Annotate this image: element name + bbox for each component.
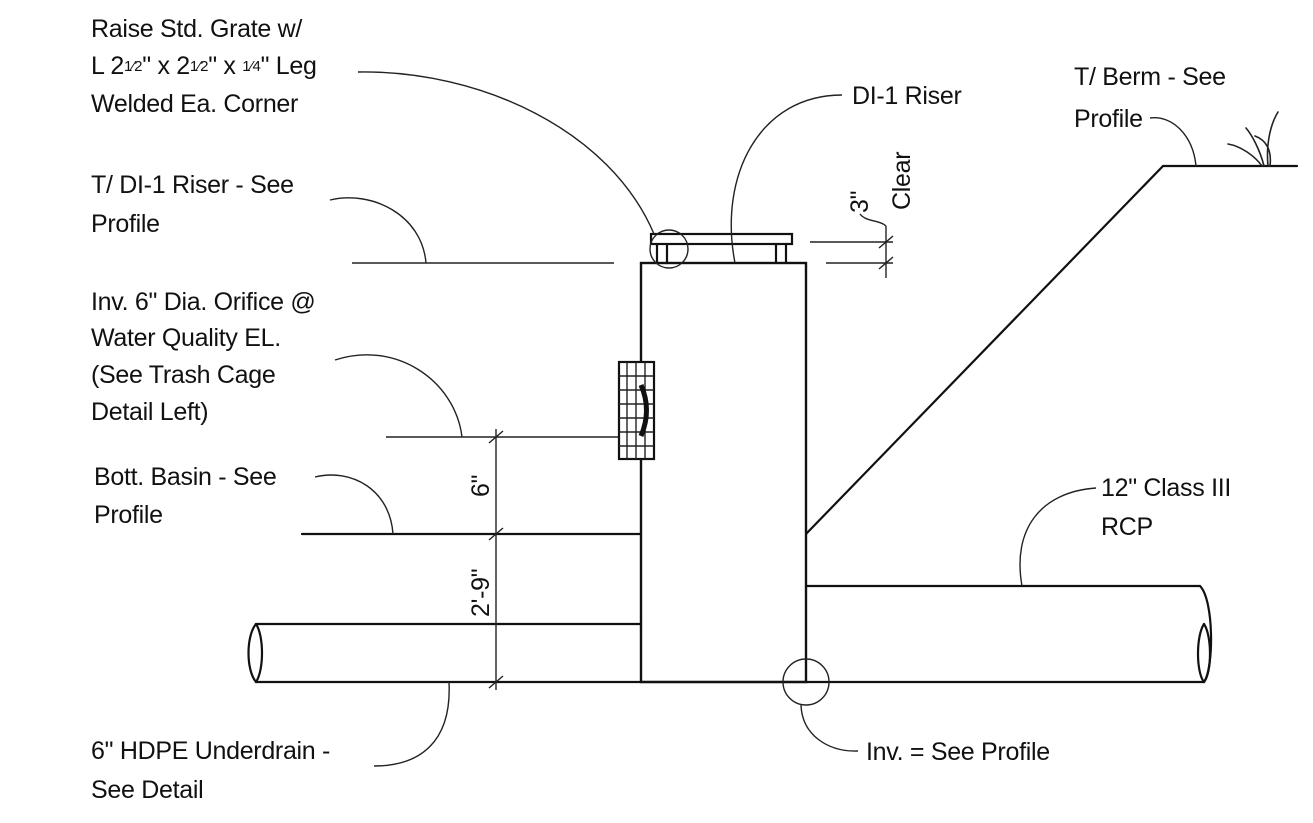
underdrain-label-line1: 6" HDPE Underdrain -: [91, 737, 330, 765]
orifice-label-line1: Inv. 6" Dia. Orifice @: [91, 288, 315, 316]
clear-dimension-value: 3": [846, 191, 874, 213]
rcp-pipe: [804, 584, 1213, 684]
basin-leader: [314, 474, 394, 535]
underdrain-label-line2: See Detail: [91, 776, 203, 804]
grate-label-line1: Raise Std. Grate w/: [91, 15, 302, 43]
orifice-icon: [617, 360, 656, 461]
di1-riser-box: [639, 261, 808, 684]
berm-leader: [1149, 117, 1197, 167]
berm-label-line1: T/ Berm - See: [1074, 63, 1226, 91]
underdrain-leader: [373, 681, 450, 767]
orifice-leader: [334, 354, 463, 438]
underdrain-pipe: [247, 622, 1206, 684]
vertical-dimension: [488, 429, 504, 690]
orifice-label-line4: Detail Left): [91, 398, 208, 426]
grate-leader: [357, 71, 655, 235]
rcp-label-line2: RCP: [1101, 513, 1153, 541]
dimension-2ft-9in: 2'-9": [467, 569, 495, 617]
clear-dimension-word: Clear: [888, 152, 916, 210]
grate-label-line3: Welded Ea. Corner: [91, 90, 298, 118]
berm-slope-line: [804, 164, 1165, 536]
top-riser-label-line1: T/ DI-1 Riser - See: [91, 171, 294, 199]
grate: [649, 232, 794, 265]
berm-label-line2: Profile: [1074, 105, 1143, 133]
rcp-leader: [1019, 487, 1097, 587]
basin-label-line1: Bott. Basin - See: [94, 463, 277, 491]
top-riser-leader: [329, 197, 427, 264]
weld-circle-icon: [649, 229, 689, 269]
invert-circle-icon: [782, 658, 830, 706]
rcp-label-line1: 12" Class III: [1101, 474, 1231, 502]
orifice-label-line3: (See Trash Cage: [91, 361, 276, 389]
invert-label: Inv. = See Profile: [866, 738, 1050, 766]
riser-label: DI-1 Riser: [852, 82, 962, 110]
dimension-tick-icon: [488, 430, 504, 444]
basin-label-line2: Profile: [94, 501, 163, 529]
invert-leader: [800, 704, 859, 752]
grate-label-line2: L 21⁄2" x 21⁄2" x 1⁄4" Leg: [91, 52, 317, 80]
clear-dimension: [810, 213, 894, 278]
grass-tuft-icon: [1227, 111, 1279, 167]
dimension-6in: 6": [467, 475, 495, 497]
riser-leader: [730, 94, 843, 264]
top-riser-label-line2: Profile: [91, 210, 160, 238]
orifice-label-line2: Water Quality EL.: [91, 324, 281, 352]
